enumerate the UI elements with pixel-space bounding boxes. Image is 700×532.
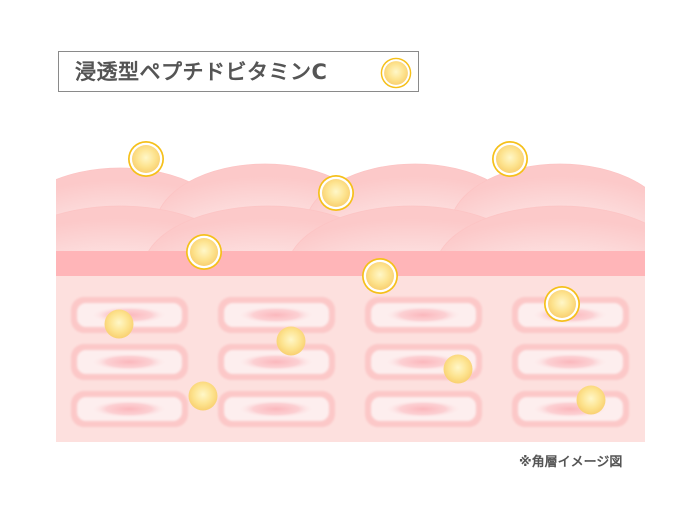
stratum-band xyxy=(56,251,645,276)
legend-box: 浸透型ペプチドビタミンC xyxy=(58,51,419,92)
legend-label: 浸透型ペプチドビタミンC xyxy=(75,60,328,84)
diagram-caption: ※角層イメージ図 xyxy=(519,455,623,470)
vitamin-c-particle-icon xyxy=(380,57,412,89)
